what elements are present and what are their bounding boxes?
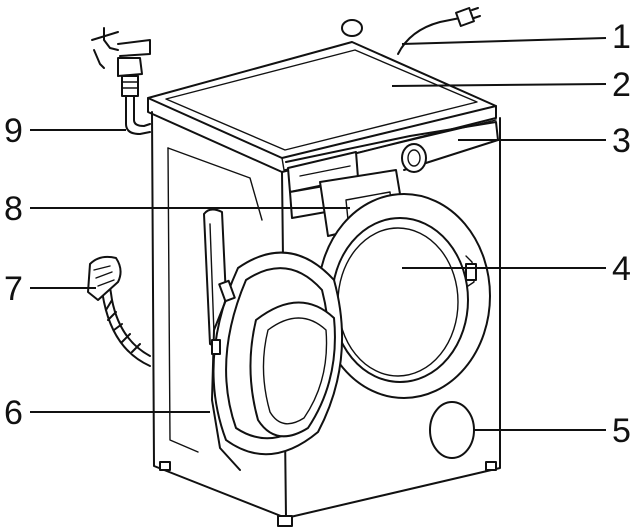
- control-panel: [281, 119, 499, 173]
- callout-1: 1: [612, 18, 631, 56]
- leader-lines: [30, 37, 607, 431]
- callout-6: 6: [4, 394, 23, 432]
- callout-7: 7: [4, 270, 23, 308]
- drum-opening: [317, 193, 491, 399]
- water-tap: [91, 27, 151, 135]
- callout-numbers: 1 2 3 4 5 6 7 8 9: [4, 18, 631, 450]
- callout-8: 8: [4, 190, 23, 228]
- open-door: [211, 251, 344, 471]
- power-cord: [341, 7, 481, 55]
- leader-1: [401, 37, 607, 45]
- pump-cover: [429, 401, 475, 459]
- callout-3: 3: [612, 122, 631, 160]
- program-knob: [401, 143, 427, 173]
- callout-9: 9: [4, 112, 23, 150]
- drain-hose: [87, 255, 151, 367]
- machine-body: [147, 41, 501, 527]
- callout-2: 2: [612, 66, 631, 104]
- leader-2: [391, 83, 607, 87]
- callout-5: 5: [612, 412, 631, 450]
- callout-4: 4: [612, 250, 631, 288]
- top-cap: [341, 19, 363, 37]
